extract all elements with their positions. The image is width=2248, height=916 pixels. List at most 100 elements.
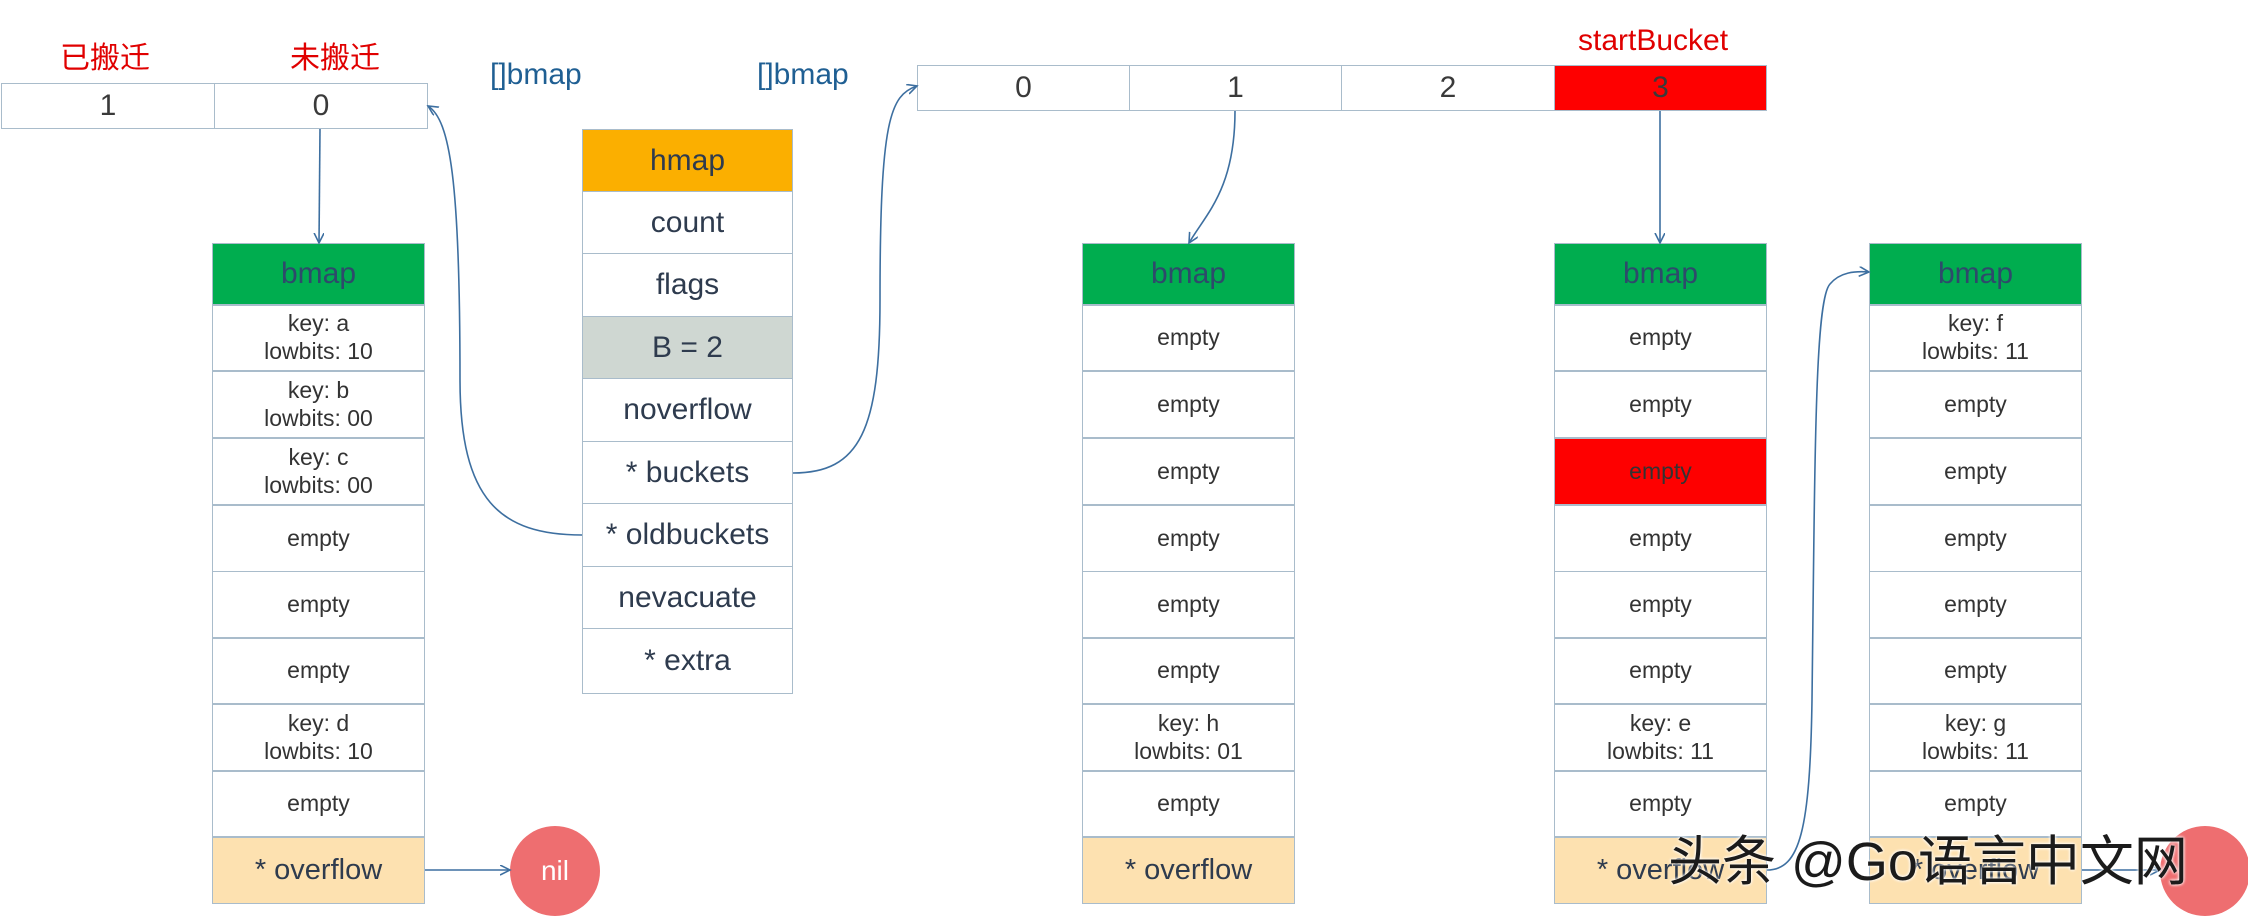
slot-text: empty bbox=[287, 524, 350, 551]
new-buckets-type-label: []bmap bbox=[757, 58, 849, 91]
slot-text: empty bbox=[287, 590, 350, 617]
bucket-slot: empty bbox=[1554, 505, 1767, 572]
bmap-overflow-pointer: * overflow bbox=[1082, 837, 1295, 904]
slot-text: empty bbox=[1157, 324, 1220, 351]
bucket-slot: empty bbox=[1869, 771, 2082, 837]
slot-text: lowbits: 00 bbox=[264, 471, 373, 498]
slot-text: empty bbox=[1157, 457, 1220, 484]
new-array-cell-start-bucket: 3 bbox=[1554, 65, 1767, 111]
hmap-field-extra: * extra bbox=[582, 628, 793, 694]
nil-node: nil bbox=[510, 826, 600, 916]
bucket-slot: empty bbox=[1082, 505, 1295, 572]
slot-text: empty bbox=[1629, 524, 1692, 551]
slot-text: empty bbox=[1944, 457, 2007, 484]
slot-text: key: d bbox=[287, 709, 350, 736]
arrow-oldbuckets-to-old-array bbox=[428, 106, 583, 536]
bucket-slot: empty bbox=[1554, 371, 1767, 438]
start-bucket-label: startBucket bbox=[1578, 24, 1729, 57]
arrow-buckets-to-new-array bbox=[792, 86, 917, 474]
slot-text: empty bbox=[1629, 590, 1692, 617]
bucket-slot: empty bbox=[212, 571, 425, 638]
bmap-overflow-pointer: * overflow bbox=[1554, 837, 1767, 904]
bucket-slot: empty bbox=[1082, 438, 1295, 505]
hmap-field-count: count bbox=[582, 191, 793, 254]
arrow-old-array-to-old-bucket bbox=[319, 128, 320, 243]
slot-text: empty bbox=[1629, 657, 1692, 684]
arrow-new-array-1-to-bucket bbox=[1189, 110, 1236, 243]
slot-text: empty bbox=[287, 790, 350, 817]
bucket-slot: empty bbox=[212, 505, 425, 572]
bucket-slot: empty bbox=[1869, 638, 2082, 704]
slot-text: lowbits: 00 bbox=[264, 404, 373, 431]
hmap-field-flags: flags bbox=[582, 253, 793, 317]
slot-text: lowbits: 10 bbox=[264, 338, 373, 364]
bucket-slot: empty bbox=[1082, 371, 1295, 438]
slot-text: empty bbox=[1157, 390, 1220, 417]
not-migrated-label: 未搬迁 bbox=[290, 42, 380, 75]
bucket-slot: empty bbox=[1554, 305, 1767, 371]
nil-node bbox=[2160, 826, 2248, 916]
new-array-cell: 0 bbox=[917, 65, 1130, 111]
bmap-header: bmap bbox=[212, 243, 425, 305]
bucket-slot: empty bbox=[1082, 305, 1295, 371]
new-array-cell: 1 bbox=[1129, 65, 1342, 111]
bucket-slot: empty bbox=[212, 638, 425, 704]
slot-text: empty bbox=[1944, 524, 2007, 551]
watermark: 头条 @Go语言中文网 bbox=[1668, 832, 2188, 892]
slot-text: empty bbox=[1944, 790, 2007, 817]
bucket-slot: empty bbox=[1554, 638, 1767, 704]
hmap-field-buckets: * buckets bbox=[582, 441, 793, 504]
slot-text: empty bbox=[1629, 390, 1692, 417]
old-buckets-type-label: []bmap bbox=[490, 58, 582, 91]
bucket-slot: empty bbox=[1869, 505, 2082, 572]
bucket-slot: empty bbox=[1082, 638, 1295, 704]
bucket-slot-highlighted: empty bbox=[1554, 438, 1767, 505]
slot-text: empty bbox=[1629, 790, 1692, 817]
slot-text: lowbits: 11 bbox=[1922, 737, 2029, 764]
bucket-slot: empty bbox=[1082, 571, 1295, 638]
bucket-slot: empty bbox=[1554, 771, 1767, 837]
slot-text: empty bbox=[1157, 790, 1220, 817]
slot-text: empty bbox=[1157, 657, 1220, 684]
slot-text: empty bbox=[1157, 590, 1220, 617]
hmap-field-oldbuckets: * oldbuckets bbox=[582, 503, 793, 567]
slot-text: key: e bbox=[1629, 709, 1692, 736]
bucket-slot: empty bbox=[212, 771, 425, 837]
slot-text: key: h bbox=[1157, 709, 1220, 736]
bmap-header: bmap bbox=[1554, 243, 1767, 305]
slot-text: empty bbox=[287, 657, 350, 684]
slot-text: key: f bbox=[1948, 310, 2003, 337]
bucket-slot: empty bbox=[1869, 438, 2082, 505]
old-array-cell: 1 bbox=[1, 83, 215, 129]
bmap-overflow-pointer: * overflow bbox=[1869, 837, 2082, 904]
slot-text: lowbits: 10 bbox=[264, 737, 373, 764]
slot-text: lowbits: 01 bbox=[1134, 737, 1243, 764]
new-array-cell: 2 bbox=[1341, 65, 1555, 111]
hmap-title: hmap bbox=[582, 129, 793, 192]
bucket-slot: empty bbox=[1082, 771, 1295, 837]
bmap-overflow-pointer: * overflow bbox=[212, 837, 425, 904]
slot-text: empty bbox=[1157, 524, 1220, 551]
slot-text: empty bbox=[1944, 590, 2007, 617]
migrated-label: 已搬迁 bbox=[60, 42, 150, 75]
slot-text: key: b bbox=[287, 376, 350, 403]
bucket-slot: empty bbox=[1869, 571, 2082, 638]
slot-text: key: c bbox=[288, 443, 349, 470]
bucket-slot: empty bbox=[1869, 371, 2082, 438]
bucket-slot: empty bbox=[1554, 571, 1767, 638]
slot-text: empty bbox=[1629, 457, 1692, 484]
slot-text: lowbits: 11 bbox=[1922, 338, 2029, 364]
slot-text: key: a bbox=[287, 310, 350, 337]
slot-text: lowbits: 11 bbox=[1607, 737, 1714, 764]
arrow-overflow-to-overflow-bucket bbox=[1766, 272, 1869, 871]
slot-text: key: g bbox=[1944, 709, 2007, 736]
slot-text: empty bbox=[1629, 324, 1692, 351]
hmap-field-nevacuate: nevacuate bbox=[582, 566, 793, 629]
